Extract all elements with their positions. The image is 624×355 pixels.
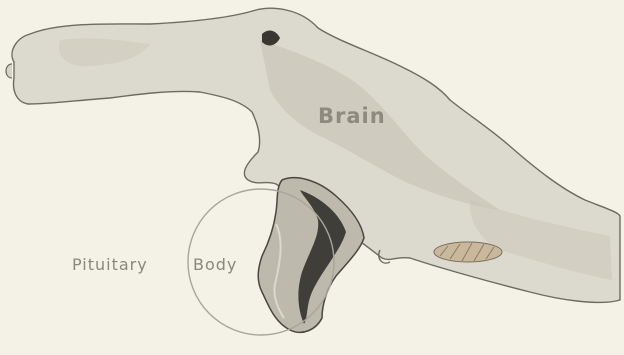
- brain-label: Brain: [318, 104, 386, 128]
- hatched-patch: [434, 242, 502, 262]
- pituitary-label-word2: Body: [193, 255, 237, 274]
- brain-nub: [6, 64, 12, 78]
- pituitary-label-word1: Pituitary: [72, 255, 148, 274]
